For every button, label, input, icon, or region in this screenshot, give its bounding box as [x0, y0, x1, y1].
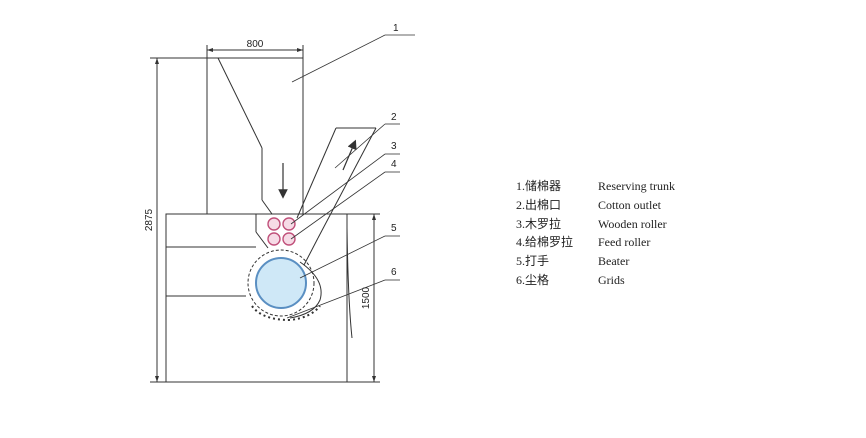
outlet-flow-arrow [342, 139, 357, 171]
height-dimension-label: 2875 [144, 208, 155, 231]
legend-cn: 6.尘格 [516, 272, 550, 287]
legend-cn: 4.给棉罗拉 [516, 235, 574, 250]
legend-en: Cotton outlet [598, 197, 661, 212]
callout-numbers: 1 2 3 4 5 6 [391, 23, 399, 278]
dimension-lines [150, 45, 380, 383]
reserving-trunk [206, 57, 304, 215]
width-dimension-label: 800 [247, 39, 264, 50]
callout-3: 3 [391, 141, 397, 152]
callout-2: 2 [391, 112, 397, 123]
legend-row: 2.出棉口 Cotton outlet [516, 196, 675, 215]
legend-cn: 3.木罗拉 [516, 216, 562, 231]
legend-row: 6.尘格 Grids [516, 271, 675, 290]
dimension-ticks [155, 48, 376, 382]
lower-dimension-label: 1500 [361, 286, 372, 309]
cotton-outlet [296, 127, 377, 266]
callout-6: 6 [391, 267, 397, 278]
legend-row: 5.打手 Beater [516, 252, 675, 271]
legend-row: 4.给棉罗拉 Feed roller [516, 233, 675, 252]
legend-en: Beater [598, 254, 630, 269]
legend-en: Wooden roller [598, 216, 667, 231]
feed-rollers [267, 232, 296, 246]
legend-cn: 1.储棉器 [516, 179, 562, 193]
wooden-rollers [267, 217, 296, 231]
legend-en: Reserving trunk [598, 179, 675, 193]
grids [251, 305, 321, 322]
callout-5: 5 [391, 223, 397, 234]
machine-body [165, 213, 360, 383]
callout-1: 1 [393, 23, 399, 34]
legend-cn: 2.出棉口 [516, 197, 562, 212]
legend-row: 3.木罗拉 Wooden roller [516, 215, 675, 234]
beater [247, 249, 315, 317]
legend-en: Feed roller [598, 235, 651, 250]
callout-leaders [286, 34, 415, 319]
legend-en: Grids [598, 272, 625, 287]
legend-cn: 5.打手 [516, 254, 550, 269]
callout-4: 4 [391, 159, 397, 170]
legend-row: 1.储棉器 Reserving trunk [516, 177, 675, 196]
